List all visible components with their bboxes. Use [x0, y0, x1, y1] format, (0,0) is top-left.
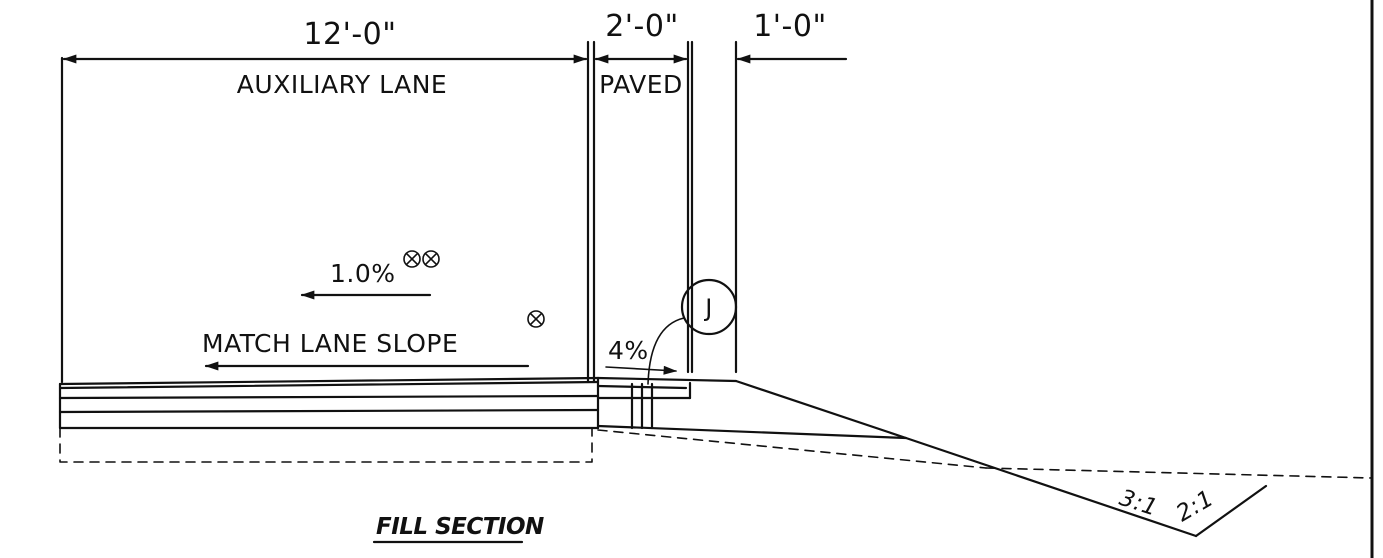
dim-paved-width: 2'-0" — [605, 9, 679, 44]
pavement-section — [58, 376, 1373, 538]
label-slope-percent: 1.0% — [330, 259, 396, 288]
dim-aux-lane-width: 12'-0" — [303, 17, 396, 52]
label-ratio-2-1: 2:1 — [1172, 485, 1218, 527]
dim-extra-width: 1'-0" — [753, 9, 827, 44]
circled-x-icon — [527, 310, 545, 328]
label-match-lane-slope: MATCH LANE SLOPE — [202, 329, 458, 358]
callout-j-leader — [647, 317, 685, 385]
slope-arrow-shoulder — [605, 365, 678, 375]
section-title: FILL SECTION — [376, 514, 544, 540]
label-ratio-3-1: 3:1 — [1116, 485, 1161, 522]
circled-x-icon — [403, 250, 421, 268]
subbase-outline — [59, 427, 593, 463]
callout-j-label: J — [703, 294, 713, 322]
label-auxiliary-lane: AUXILIARY LANE — [237, 70, 447, 99]
label-shoulder-slope: 4% — [608, 336, 649, 365]
back-slope-2-1 — [1194, 484, 1268, 538]
circled-x-icon — [422, 250, 440, 268]
dimension-lines — [60, 40, 848, 384]
callout-j-circle — [680, 278, 738, 336]
label-paved: PAVED — [599, 70, 683, 99]
side-slope-3-1 — [734, 379, 1198, 538]
